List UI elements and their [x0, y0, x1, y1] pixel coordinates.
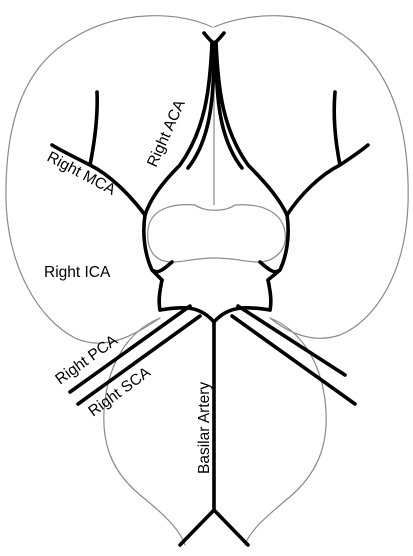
right-ica-vessel	[144, 215, 172, 280]
label-basilar-artery: Basilar Artery	[196, 382, 213, 474]
right-pcom-vessel	[159, 280, 162, 310]
cerebrum-outline	[6, 16, 408, 343]
vertebral-arteries	[180, 510, 248, 545]
right-aca-vessel	[145, 42, 212, 215]
right-mca-vessel	[52, 92, 145, 215]
left-aca-vessel	[216, 42, 287, 215]
chiasm-outline	[148, 205, 286, 262]
left-pca-vessel	[238, 306, 345, 375]
left-ica-vessel	[260, 215, 288, 280]
label-right-mca: Right MCA	[44, 149, 119, 200]
left-mca-vessel	[287, 92, 368, 215]
label-right-ica: Right ICA	[44, 264, 111, 281]
left-sca-vessel	[232, 316, 355, 404]
left-pcom-vessel	[268, 280, 271, 310]
